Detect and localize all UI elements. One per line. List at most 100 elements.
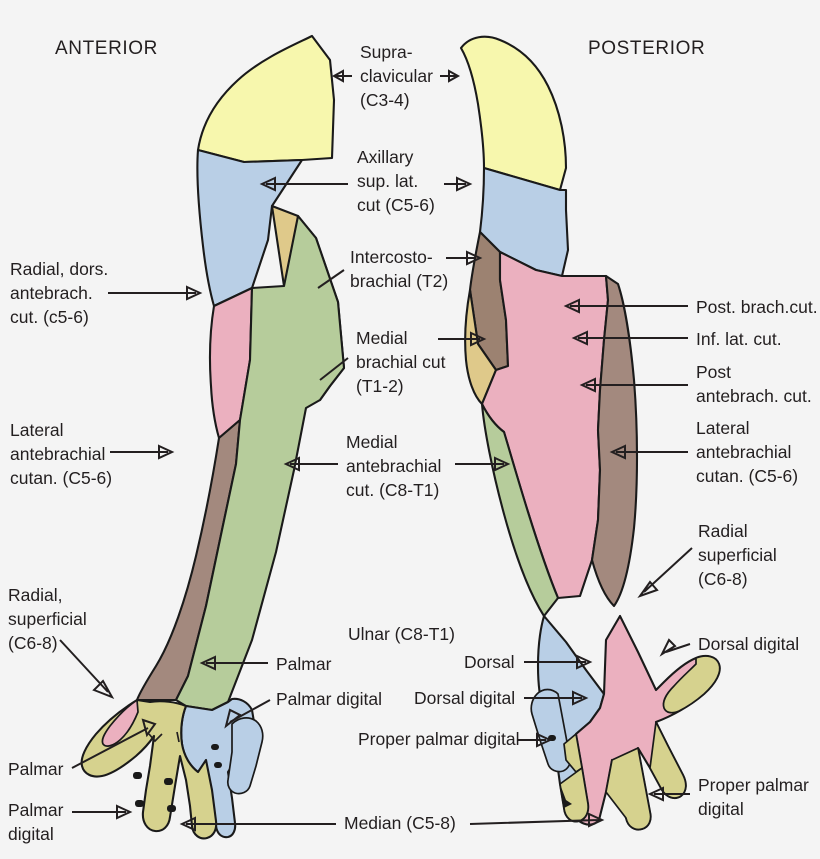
fingertip-olive-1: [563, 733, 583, 773]
label-line: clavicular: [360, 66, 433, 86]
region-lateral-antebrachial-posterior: [590, 274, 639, 608]
leader-arrow: [609, 444, 688, 460]
leader-arrow-right: [438, 331, 487, 347]
joint-dot: [135, 800, 144, 807]
region-medial-antebrachial-posterior: [480, 402, 560, 618]
label-line: (C6-8): [8, 633, 58, 653]
label-radial-superficial: Radial, superficial (C6-8): [8, 585, 115, 699]
label-palmar-left: Palmar: [8, 718, 157, 779]
leader-arrow: [518, 732, 553, 748]
leader-arrow-right: [440, 69, 461, 83]
leader-arrow: [199, 655, 268, 671]
label-line: (T1-2): [356, 376, 404, 396]
label-line: Post. brach.cut.: [696, 297, 818, 317]
leader-arrow-right: [446, 250, 483, 266]
label-line: Medial: [356, 328, 408, 348]
label-line: Radial: [698, 521, 748, 541]
label-lateral-antebrachial-cutan-right: Lateral antebrachial cutan. (C5-6): [609, 418, 798, 486]
label-line: (C3-4): [360, 90, 410, 110]
label-line: Supra-: [360, 42, 413, 62]
leader-line-left: [319, 357, 349, 381]
label-proper-palmar-digital: Proper palmar digital: [358, 729, 553, 749]
label-line: Radial,: [8, 585, 62, 605]
label-line: antebrach. cut.: [696, 386, 812, 406]
anterior-limb: [80, 34, 346, 840]
label-line: Inf. lat. cut.: [696, 329, 782, 349]
label-line: cutan. (C5-6): [10, 468, 112, 488]
label-line: Dorsal digital: [414, 688, 515, 708]
leader-arrow-left: [179, 816, 336, 832]
label-line: Medial: [346, 432, 398, 452]
joint-dot: [214, 762, 222, 768]
fingertip-olive-3: [605, 747, 652, 831]
page-title-posterior: POSTERIOR: [588, 38, 705, 59]
label-proper-palmar-digital-right: Proper palmar digital: [647, 775, 809, 819]
leader-line-left: [317, 269, 345, 289]
label-palmar-digital: Palmar digital: [224, 689, 382, 729]
leader-arrow: [524, 690, 589, 706]
label-lateral-antebrachial-cutan: Lateral antebrachial cutan. (C5-6): [10, 420, 175, 488]
label-palmar-digital-left: Palmar digital: [8, 800, 133, 844]
label-intercostobrachial: Intercosto- brachial (T2): [317, 247, 483, 291]
label-line: Lateral: [696, 418, 750, 438]
leader-arrow-right: [469, 812, 605, 828]
region-medial-antebrachial-anterior: [174, 214, 346, 712]
label-line: Proper palmar: [698, 775, 809, 795]
label-line: Radial, dors.: [10, 259, 108, 279]
leader-arrow-left: [331, 69, 352, 83]
leader-arrow-right: [455, 456, 511, 472]
label-line: superficial: [8, 609, 87, 629]
label-line: sup. lat.: [357, 171, 418, 191]
label-line: cutan. (C5-6): [696, 466, 798, 486]
ulnar-finger-posterior: [530, 688, 572, 773]
label-line: antebrachial: [696, 442, 791, 462]
leader-arrow: [59, 639, 115, 699]
fingertip-olive-thumb: [662, 655, 721, 714]
label-line: Palmar digital: [276, 689, 382, 709]
label-dorsal-digital: Dorsal digital: [414, 688, 589, 708]
page-title-anterior: ANTERIOR: [55, 38, 158, 59]
label-supraclavicular: Supra- clavicular (C3-4): [331, 42, 461, 110]
leader-arrow: [563, 298, 688, 314]
label-axillary: Axillary sup. lat. cut (C5-6): [259, 147, 473, 215]
label-dorsal: Dorsal: [464, 652, 593, 672]
region-supraclavicular-posterior: [459, 35, 568, 192]
label-dorsal-digital-right: Dorsal digital: [659, 634, 799, 657]
leader-arrow: [579, 377, 688, 393]
label-post-brach-cut: Post. brach.cut.: [563, 297, 818, 317]
label-radial-dorsal-antebrachial-cut: Radial, dors. antebrach. cut. (c5-6): [10, 259, 203, 327]
leader-arrow: [524, 654, 593, 670]
joint-dot: [211, 744, 219, 750]
label-line: Palmar: [8, 759, 64, 779]
label-line: Proper palmar digital: [358, 729, 519, 749]
leader-arrow: [224, 699, 271, 729]
label-line: cut (C5-6): [357, 195, 435, 215]
label-line: Dorsal: [464, 652, 515, 672]
label-line: Median (C5-8): [344, 813, 456, 833]
joint-dot: [167, 805, 176, 812]
leader-arrow: [71, 718, 157, 769]
label-line: antebrach.: [10, 283, 93, 303]
label-medial-antebrachial-cut: Medial antebrachial cut. (C8-T1): [283, 432, 511, 500]
leader-arrow-left: [259, 176, 348, 192]
label-line: Palmar: [8, 800, 64, 820]
leader-arrow: [108, 285, 203, 301]
label-line: antebrachial: [346, 456, 441, 476]
label-post-antebrach-cut: Post antebrach. cut.: [579, 362, 812, 406]
label-line: cut. (c5-6): [10, 307, 89, 327]
label-line: brachial (T2): [350, 271, 448, 291]
leader-arrow: [647, 786, 690, 802]
label-line: Palmar: [276, 654, 332, 674]
label-radial-superficial-right: Radial superficial (C6-8): [637, 521, 777, 598]
label-line: Lateral: [10, 420, 64, 440]
leader-arrow-left: [283, 456, 338, 472]
label-line: Post: [696, 362, 731, 382]
label-median: Median (C5-8): [179, 812, 605, 833]
label-line: brachial cut: [356, 352, 446, 372]
label-line: antebrachial: [10, 444, 105, 464]
ulnar-finger-anterior: [226, 717, 264, 795]
finger-web-shadow: [560, 784, 572, 808]
label-line: digital: [8, 824, 54, 844]
